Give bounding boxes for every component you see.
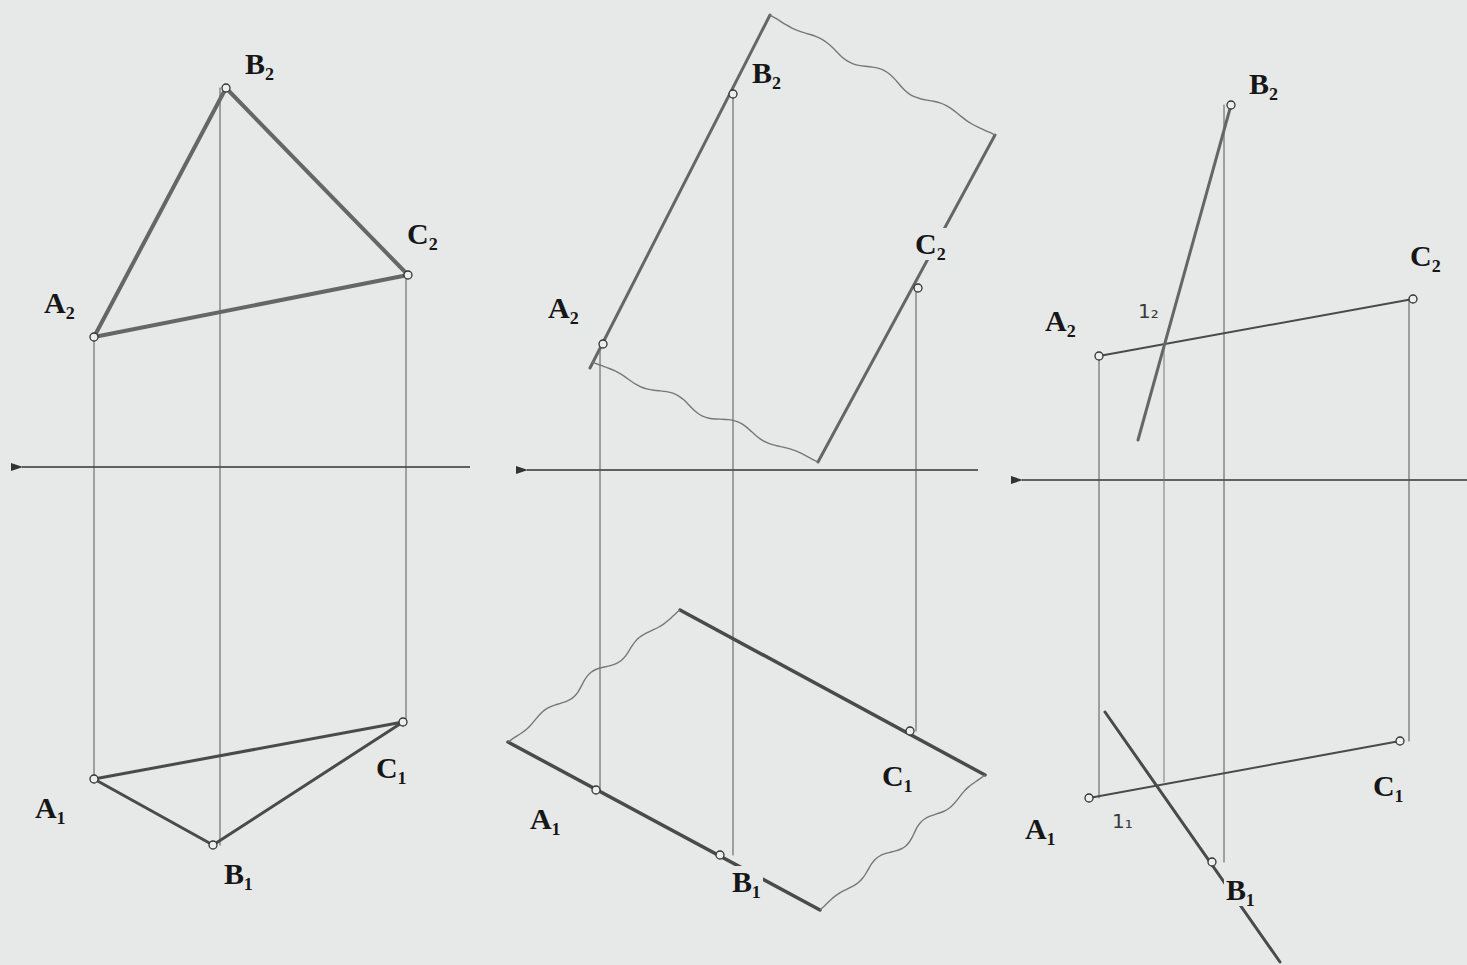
projection-axis (22, 466, 470, 468)
projection-link (94, 337, 95, 779)
projection-link (1224, 105, 1225, 862)
point-marker (599, 340, 607, 348)
plane-trace (818, 135, 995, 462)
projection-link (1099, 356, 1100, 798)
point-marker (906, 727, 914, 735)
point-marker (1227, 101, 1235, 109)
point-label: C₁ (374, 752, 409, 784)
point-marker (1396, 737, 1404, 745)
point-marker (404, 271, 412, 279)
point-label: B₂ (750, 57, 783, 89)
projection-link (406, 275, 407, 722)
point-label: 1₂ (1136, 300, 1161, 322)
projection-link (916, 288, 917, 731)
plane-trace (590, 15, 770, 368)
projection-link (600, 344, 601, 790)
point-marker (1095, 352, 1103, 360)
projection-link (733, 94, 734, 855)
triangle-edge (226, 88, 408, 275)
point-marker (1208, 858, 1216, 866)
point-label: A₁ (1023, 813, 1058, 845)
projection-axis (1022, 479, 1467, 481)
triangle-edge (94, 88, 226, 337)
point-marker (399, 718, 407, 726)
point-label: A₁ (528, 803, 563, 835)
projection-link (1409, 299, 1410, 741)
line-projection (1138, 105, 1231, 440)
point-label: B₁ (1224, 874, 1257, 906)
point-label: C₂ (405, 218, 440, 250)
point-label: C₂ (913, 228, 948, 260)
point-marker (592, 786, 600, 794)
point-label: B₁ (730, 866, 763, 898)
point-label: C₁ (880, 760, 915, 792)
plane-trace (508, 742, 820, 910)
break-line (508, 610, 680, 742)
line-projection (1105, 712, 1280, 962)
point-marker (209, 841, 217, 849)
plane-trace (680, 610, 985, 775)
projection-link (220, 88, 221, 845)
point-marker (716, 851, 724, 859)
point-marker (914, 284, 922, 292)
point-marker (90, 775, 98, 783)
point-label: B₂ (243, 48, 276, 80)
triangle-edge (94, 275, 408, 337)
point-label: A₂ (546, 292, 581, 324)
point-label: A₁ (33, 792, 68, 824)
point-marker (729, 90, 737, 98)
break-line (770, 15, 995, 135)
projection-link (1164, 346, 1165, 782)
break-line (820, 775, 985, 910)
point-label: B₁ (222, 858, 255, 890)
point-marker (1085, 794, 1093, 802)
projection-axis (527, 469, 978, 471)
triangle-edge (94, 722, 403, 779)
point-marker (222, 84, 230, 92)
point-label: A₂ (1043, 305, 1078, 337)
point-label: A₂ (42, 287, 77, 319)
line-projection (1089, 741, 1400, 798)
triangle-edge (94, 779, 213, 845)
line-projection (1099, 299, 1413, 356)
break-line (592, 362, 818, 462)
point-marker (90, 333, 98, 341)
point-label: C₂ (1408, 240, 1443, 272)
point-marker (1409, 295, 1417, 303)
point-label: B₂ (1247, 68, 1280, 100)
point-label: 1₁ (1110, 810, 1135, 832)
point-label: C₁ (1371, 770, 1406, 802)
